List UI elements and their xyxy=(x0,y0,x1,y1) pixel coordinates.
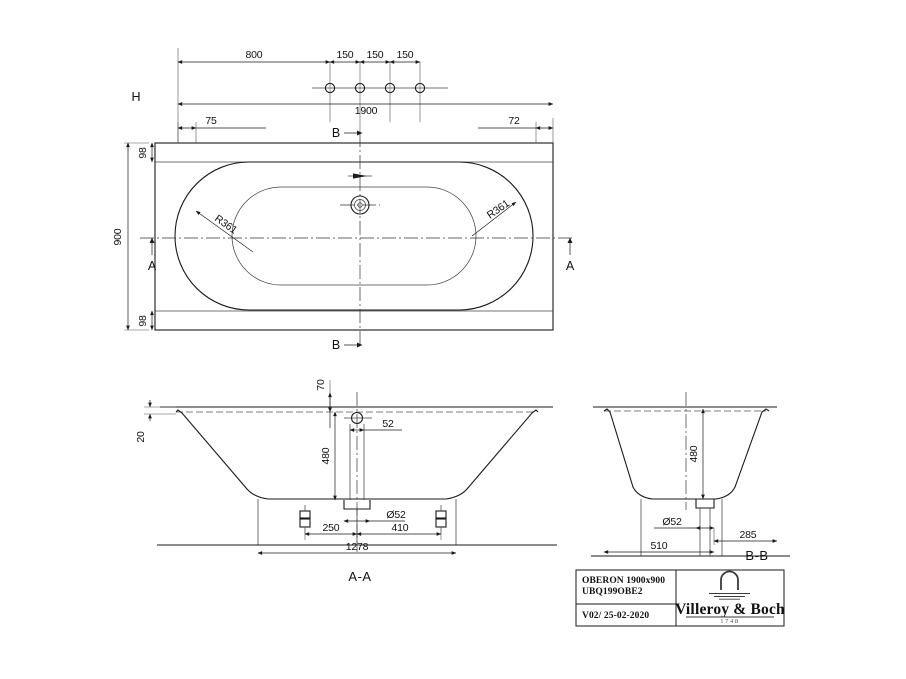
section-b-bottom-label: B xyxy=(332,338,340,352)
dim-75: 75 xyxy=(177,115,266,143)
dim-98-bottom-label: 98 xyxy=(137,315,149,327)
section-marker-b-bottom: B xyxy=(332,338,363,352)
dim-1900: 1900 xyxy=(177,102,554,117)
dim-98-top-label: 98 xyxy=(137,147,149,159)
plan-overflow xyxy=(348,173,372,179)
plan-bowl-outer xyxy=(174,161,534,311)
dim-250-label: 250 xyxy=(323,522,340,534)
bb-support-sides xyxy=(640,499,723,556)
dim-98-top: 98 xyxy=(137,142,154,163)
dim-410-label: 410 xyxy=(392,522,409,534)
dim-dia52-aa-label: Ø52 xyxy=(386,509,406,521)
plan-outer-rim xyxy=(154,142,554,331)
label-h: H xyxy=(131,90,140,104)
section-marker-a-left: A xyxy=(148,237,157,273)
plan-bowl-inner xyxy=(231,186,477,286)
aa-support-sides xyxy=(257,499,457,545)
dim-dia52-bb: Ø52 xyxy=(654,516,715,530)
dim-480-bb-label: 480 xyxy=(688,445,700,462)
dim-1278-label: 1278 xyxy=(346,541,369,553)
section-b-top-label: B xyxy=(332,126,340,140)
section-marker-b-top: B xyxy=(332,126,363,140)
dim-900: 900 xyxy=(112,142,149,331)
brand-name: Villeroy & Boch xyxy=(675,601,785,618)
dim-52-label: 52 xyxy=(382,418,394,430)
dim-250: 250 xyxy=(304,522,358,540)
title-block: OBERON 1900x900 UBQ199OBE2 V02/ 25-02-20… xyxy=(575,569,785,627)
bb-tub-profile xyxy=(603,408,770,500)
dim-150-c: 150 xyxy=(389,49,421,64)
dim-20-label: 20 xyxy=(135,431,147,443)
dim-480-bb: 480 xyxy=(688,408,705,500)
plan-tap-holes xyxy=(312,62,448,133)
dim-98-bottom: 98 xyxy=(137,310,154,331)
revision-date: V02/ 25-02-2020 xyxy=(582,611,649,621)
title-block-frame xyxy=(575,569,785,627)
section-aa-view: 70 20 52 480 xyxy=(135,379,557,584)
dim-150-b-label: 150 xyxy=(367,49,384,61)
dim-150-a-label: 150 xyxy=(337,49,354,61)
radius-right-label: R361 xyxy=(485,197,512,221)
dim-900-label: 900 xyxy=(112,228,124,245)
bb-waste-pipe xyxy=(695,499,715,556)
article-code: UBQ199OBE2 xyxy=(582,587,643,597)
section-a-right-label: A xyxy=(566,259,575,273)
brand-logo-icon xyxy=(709,570,750,600)
dim-70: 70 xyxy=(315,379,332,428)
dim-72: 72 xyxy=(478,115,554,143)
dim-72-label: 72 xyxy=(508,115,520,127)
product-name: OBERON 1900x900 xyxy=(582,576,665,586)
dim-510: 510 xyxy=(603,540,715,554)
radius-left-callout: R361 xyxy=(195,210,254,253)
section-aa-title: A-A xyxy=(348,569,371,584)
aa-foot-right xyxy=(435,505,447,534)
plan-view: 800 150 150 150 H 1900 xyxy=(112,48,575,352)
aa-overflow-hole xyxy=(344,411,372,425)
dim-1278: 1278 xyxy=(257,541,457,555)
dim-285-label: 285 xyxy=(740,529,757,541)
section-marker-a-right: A xyxy=(566,237,575,273)
dim-150-b: 150 xyxy=(359,49,391,64)
dim-dia52-bb-label: Ø52 xyxy=(662,516,682,528)
dim-150-a: 150 xyxy=(329,49,361,64)
dim-800: 800 xyxy=(177,48,331,143)
dim-510-label: 510 xyxy=(651,540,668,552)
section-a-left-label: A xyxy=(148,259,157,273)
aa-foot-left xyxy=(299,505,311,534)
radius-left-label: R361 xyxy=(212,213,239,237)
dim-1900-label: 1900 xyxy=(355,105,378,117)
dim-75-label: 75 xyxy=(205,115,217,127)
dim-70-label: 70 xyxy=(315,379,327,391)
dim-20: 20 xyxy=(135,400,176,443)
dim-285: 285 xyxy=(713,528,778,545)
dim-800-label: 800 xyxy=(246,49,263,61)
radius-right-callout: R361 xyxy=(471,197,517,237)
dim-480: 480 xyxy=(320,411,337,501)
dim-480-label: 480 xyxy=(320,447,332,464)
dim-52: 52 xyxy=(349,418,402,432)
section-bb-view: 480 Ø52 285 510 B-B xyxy=(591,392,790,563)
dim-150-c-label: 150 xyxy=(397,49,414,61)
section-bb-title: B-B xyxy=(745,548,768,563)
dim-dia52-aa: Ø52 xyxy=(343,509,406,523)
brand-year: 1748 xyxy=(720,618,739,625)
dim-410: 410 xyxy=(356,522,442,540)
